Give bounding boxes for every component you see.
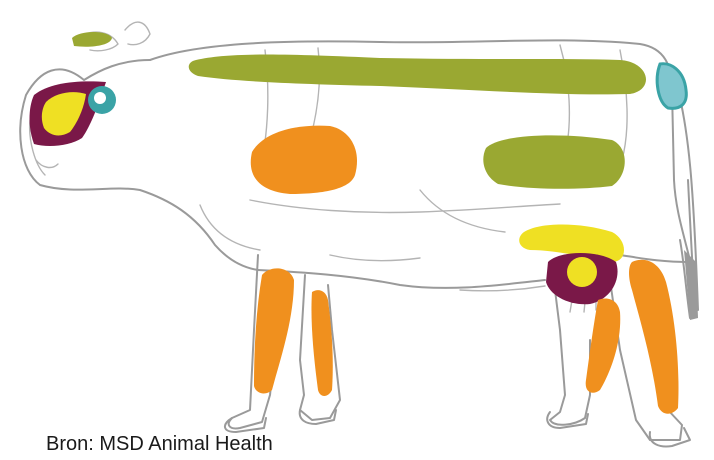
udder-yellow-dot bbox=[567, 257, 597, 287]
source-caption: Bron: MSD Animal Health bbox=[46, 433, 273, 456]
chest-orange-patch bbox=[251, 126, 357, 194]
hind-leg-orange-patch-2 bbox=[629, 260, 679, 414]
hooves bbox=[225, 410, 690, 446]
flank-green-patch bbox=[483, 135, 624, 188]
hind-leg-orange-patch-1 bbox=[586, 299, 621, 393]
front-leg-orange-patch-1 bbox=[254, 268, 294, 393]
tail-base-teal-patch bbox=[657, 64, 686, 109]
back-green-patch bbox=[189, 55, 646, 95]
eye-highlight bbox=[94, 92, 106, 104]
head-top-patch bbox=[72, 32, 112, 47]
